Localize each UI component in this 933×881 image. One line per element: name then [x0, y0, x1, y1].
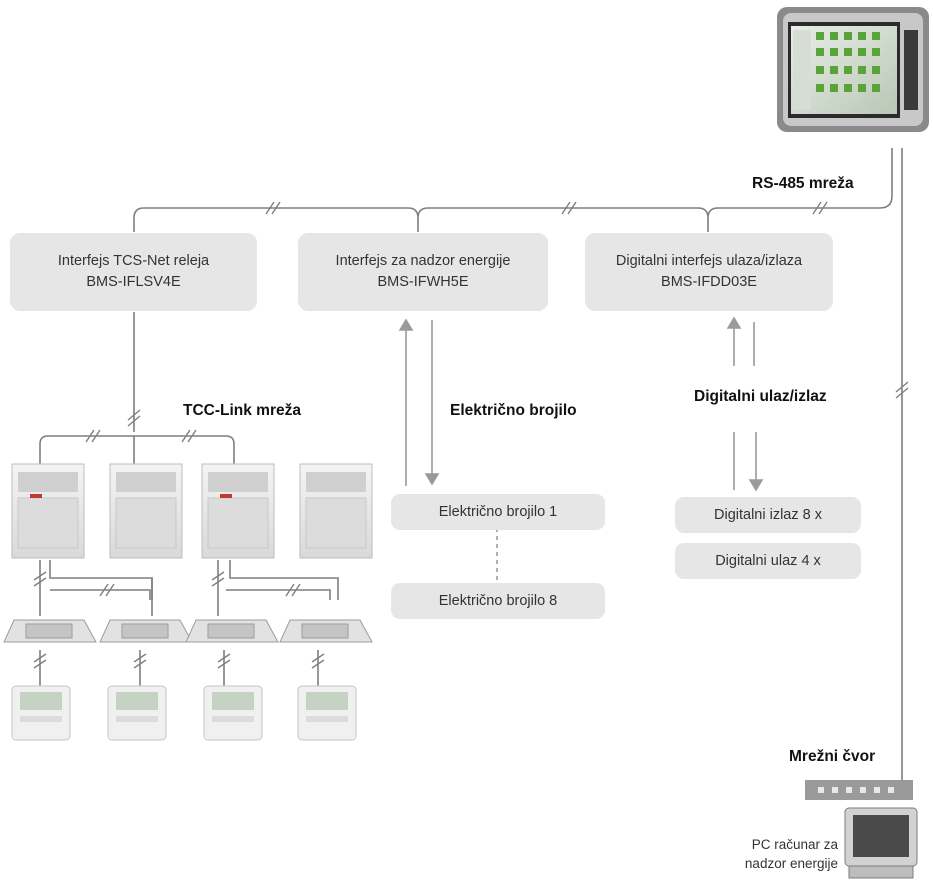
- pc-label: PC računar za nadzor energije: [690, 836, 838, 874]
- cassette-unit: [185, 619, 279, 643]
- connection-lines: [39, 148, 903, 780]
- tcc-link-network-label: TCC-Link mreža: [183, 402, 301, 419]
- outdoor-unit: [109, 463, 183, 559]
- pc-label-line2: nadzor energije: [744, 855, 838, 871]
- interface-box-energy: Interfejs za nadzor energije BMS-IFWH5E: [298, 233, 548, 311]
- network-node-label: Mrežni čvor: [789, 748, 876, 765]
- indoor-units: [3, 619, 373, 643]
- outdoor-units: [11, 463, 373, 559]
- energy-meter-1: Električno brojilo 1: [391, 494, 605, 530]
- digital-input: Digitalni ulaz 4 x: [675, 543, 861, 579]
- remote-controller: [107, 685, 167, 741]
- touchscreen-controller: [777, 7, 929, 132]
- pc-computer: [844, 807, 918, 879]
- outdoor-unit: [201, 463, 275, 559]
- outdoor-unit: [11, 463, 85, 559]
- interface-title: Digitalni interfejs ulaza/izlaza: [615, 252, 803, 269]
- rs485-network-label: RS-485 mreža: [752, 175, 854, 192]
- interface-title: Interfejs TCS-Net releja: [57, 252, 210, 269]
- data-arrows: [398, 316, 764, 580]
- interface-box-digital-io: Digitalni interfejs ulaza/izlaza BMS-IFD…: [585, 233, 833, 311]
- interface-box-tcs-net: Interfejs TCS-Net releja BMS-IFLSV4E: [10, 233, 257, 311]
- break-marks: [33, 201, 909, 669]
- remote-controller: [203, 685, 263, 741]
- interface-model: BMS-IFLSV4E: [86, 274, 181, 290]
- remote-controller: [297, 685, 357, 741]
- energy-meter-8: Električno brojilo 8: [391, 583, 605, 619]
- remote-controllers: [11, 685, 357, 741]
- interface-model: BMS-IFWH5E: [377, 274, 469, 290]
- interface-model: BMS-IFDD03E: [661, 274, 757, 290]
- outdoor-unit: [299, 463, 373, 559]
- digital-io-link-label: Digitalni ulaz/izlaz: [694, 388, 827, 405]
- interface-title: Interfejs za nadzor energije: [335, 252, 511, 269]
- cassette-unit: [99, 619, 193, 643]
- cassette-unit: [3, 619, 97, 643]
- network-switch: [805, 780, 913, 800]
- energy-meter-link-label: Električno brojilo: [450, 402, 577, 419]
- digital-output: Digitalni izlaz 8 x: [675, 497, 861, 533]
- remote-controller: [11, 685, 71, 741]
- pc-label-line1: PC računar za: [751, 837, 838, 852]
- cassette-unit: [279, 619, 373, 643]
